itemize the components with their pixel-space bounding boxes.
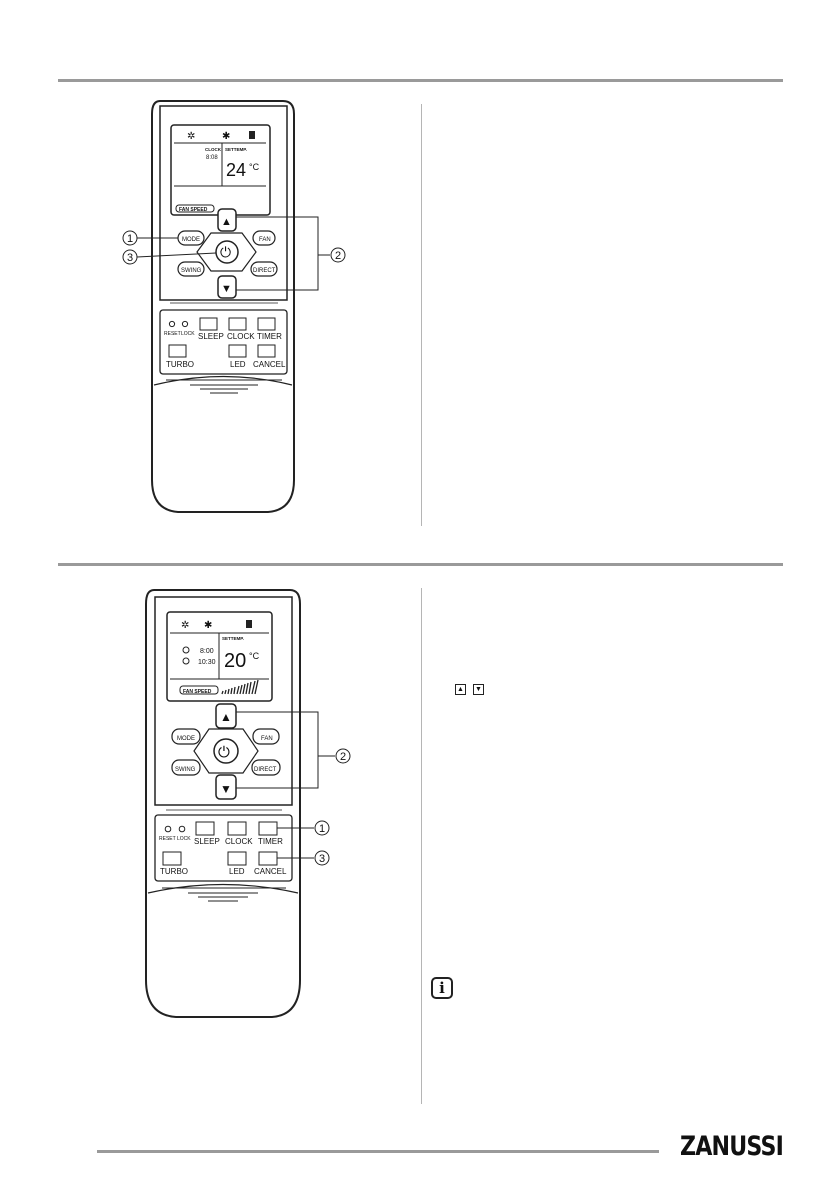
led-button-2[interactable] [227,851,247,866]
down-arrow-icon: ▼ [221,283,232,295]
turbo-button[interactable] [168,344,187,358]
info-icon: i [431,977,453,999]
swing-button-2[interactable] [171,759,201,776]
callout-3-b: 3 [319,853,325,865]
sleep-label: SLEEP [198,332,224,341]
callout-2-b: 2 [340,751,346,763]
up-button[interactable] [217,208,237,232]
clock-button[interactable] [228,317,247,331]
swing-button[interactable] [177,261,205,277]
lock-label-2: LOCK [177,836,191,842]
turbo-button-2[interactable] [162,851,182,866]
sleep-label-2: SLEEP [194,837,220,846]
direct-label-2: DIRECT [254,767,277,773]
lock-button-2[interactable] [178,825,186,833]
lcd-clock-value: 8:08 [206,155,218,161]
footer-rule [97,1150,659,1153]
lcd-fan-icon: ✱ [222,131,230,142]
swing-label: SWING [181,268,202,274]
up-arrow-icon: ▲ [221,216,232,228]
column-divider-bottom [421,588,422,1104]
clock-label: CLOCK [227,332,255,341]
lcd-temp-unit-2: °C [249,651,260,661]
up-arrow-icon-2: ▲ [220,710,232,724]
callout-1: 1 [127,233,133,245]
lcd-temp-value-2: 20 [224,650,246,672]
lcd-battery-icon-2 [246,620,252,628]
fan-label-2: FAN [261,736,273,742]
lcd-temp-unit: °C [249,162,260,172]
callout-2: 2 [335,250,341,262]
callout-1-b: 1 [319,823,325,835]
lock-label: LOCK [181,331,195,337]
direct-label: DIRECT [253,268,276,274]
lcd-clock-label: CLOCK [205,147,222,152]
remote-illustration-1: ✲ ✱ CLOCK 8:08 SETTEMP. 24 °C FAN SPEED … [122,100,346,513]
lcd-battery-icon [249,131,255,139]
cancel-label-2: CANCEL [254,867,287,876]
reset-button-2[interactable] [164,825,172,833]
lcd-sun-icon-2: ✲ [181,620,189,631]
fan-level-bars [221,679,259,695]
timer-on-icon [182,646,190,654]
lcd-fan-speed-label-2: FAN SPEED [183,689,212,695]
up-button-2[interactable] [215,703,237,729]
power-icon: ⏻ [220,244,231,260]
reset-label-2: RESET [159,836,176,842]
lcd-temp-value: 24 [226,160,246,180]
timer-button[interactable] [257,317,276,331]
down-arrow-icon-2: ▼ [220,782,232,796]
down-button[interactable] [217,275,237,299]
cancel-button-2[interactable] [258,851,278,866]
swing-label-2: SWING [175,767,196,773]
power-icon-2: ⏻ [218,744,230,761]
timer-button-2[interactable] [258,821,278,836]
column-divider-top [421,104,422,526]
led-label: LED [230,360,246,369]
reset-button[interactable] [168,320,176,328]
timer-label: TIMER [257,332,282,341]
inline-down-arrow-icon: ▼ [473,684,484,695]
led-button[interactable] [228,344,247,358]
callout-3: 3 [127,252,133,264]
sleep-button-2[interactable] [195,821,215,836]
power-button[interactable] [215,240,239,264]
down-button-2[interactable] [215,774,237,800]
brand-logo: ZANUSSI [680,1131,784,1162]
lcd-time-off: 10:30 [198,659,216,666]
power-button-2[interactable] [213,738,239,764]
direct-button[interactable] [250,261,278,277]
lcd-time-on: 8:00 [200,648,214,655]
mode-label-2: MODE [177,736,195,742]
cancel-label: CANCEL [253,360,286,369]
clock-button-2[interactable] [227,821,247,836]
clock-label-2: CLOCK [225,837,253,846]
lcd-settemp-label-2: SETTEMP. [222,636,244,641]
lcd-settemp-label: SETTEMP. [225,147,247,152]
cancel-button[interactable] [257,344,276,358]
fan-button-2[interactable] [252,728,280,745]
lcd-fan-icon-2: ✱ [204,620,212,631]
led-label-2: LED [229,867,245,876]
inline-up-arrow-icon: ▲ [455,684,466,695]
timer-label-2: TIMER [258,837,283,846]
section-rule-middle [58,563,783,566]
fan-label: FAN [259,237,271,243]
direct-button-2[interactable] [251,759,281,776]
reset-label: RESET [164,331,181,337]
section-rule-top [58,79,783,82]
lcd-sun-icon: ✲ [187,131,195,142]
turbo-label-2: TURBO [160,867,188,876]
lcd-fan-speed-label: FAN SPEED [179,207,208,213]
sleep-button[interactable] [199,317,218,331]
timer-off-icon [182,657,190,665]
lock-button[interactable] [181,320,189,328]
mode-button-2[interactable] [171,728,201,745]
fan-button[interactable] [252,230,276,246]
mode-label: MODE [182,237,200,243]
turbo-label: TURBO [166,360,194,369]
